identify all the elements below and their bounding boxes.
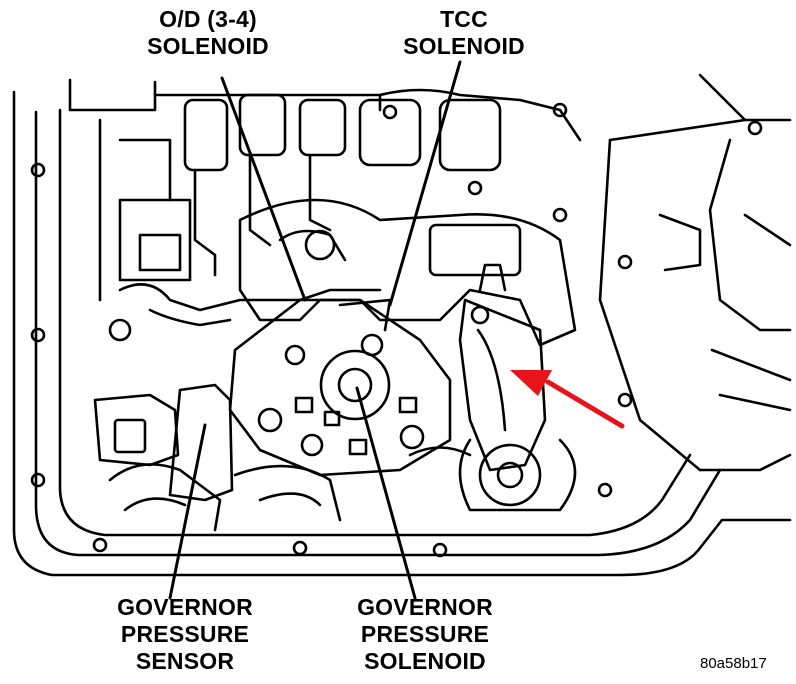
red-arrow-icon [510, 370, 625, 429]
leader-od-solenoid [220, 76, 307, 302]
figure-reference: 80a58b17 [700, 655, 767, 672]
label-gps-line2: PRESSURE [120, 621, 250, 647]
label-tcc-line2: SOLENOID [403, 33, 525, 59]
leader-tcc-solenoid [388, 60, 462, 307]
solenoid-pack [228, 298, 452, 477]
label-gpsol-line2: PRESSURE [360, 621, 490, 647]
label-gps-line1: GOVERNOR [117, 594, 253, 620]
label-od-line2: SOLENOID [147, 33, 269, 59]
pan-flange [12, 90, 792, 577]
label-governor-pressure-sensor: GOVERNOR PRESSURE SENSOR [90, 594, 280, 675]
label-tcc-line1: TCC [440, 6, 488, 32]
sensor-body [168, 383, 234, 502]
label-od-line1: O/D (3-4) [159, 6, 257, 32]
leader-gov-sensor [168, 423, 207, 600]
label-tcc-solenoid: TCC SOLENOID [374, 6, 554, 60]
label-gps-line3: SENSOR [135, 648, 235, 674]
label-governor-pressure-solenoid: GOVERNOR PRESSURE SOLENOID [325, 594, 525, 675]
leader-gov-solenoid [355, 386, 417, 600]
label-gpsol-line1: GOVERNOR [357, 594, 493, 620]
label-od-solenoid: O/D (3-4) SOLENOID [108, 6, 308, 60]
governor-bracket [458, 298, 547, 472]
valve-plate [238, 198, 577, 347]
label-gpsol-line3: SOLENOID [364, 648, 486, 674]
